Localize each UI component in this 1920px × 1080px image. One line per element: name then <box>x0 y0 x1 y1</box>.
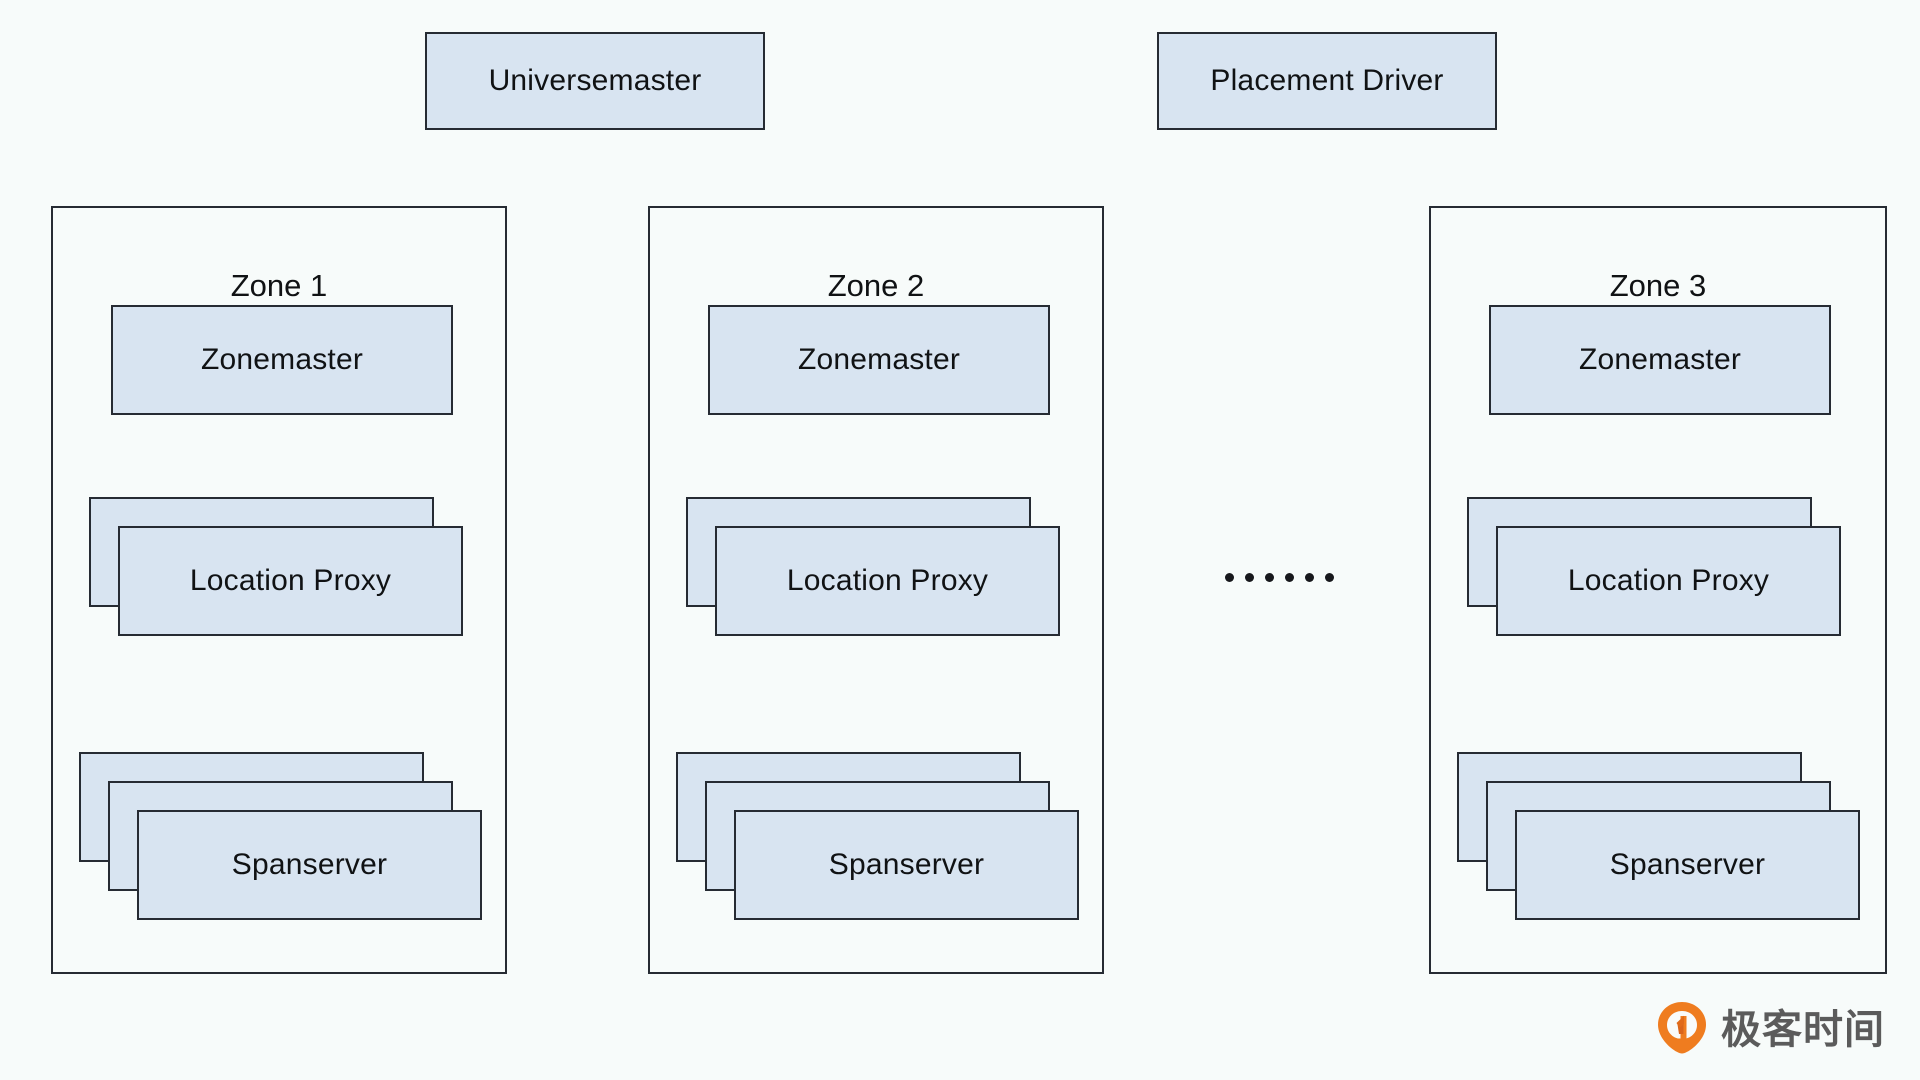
ellipsis-dot <box>1325 573 1334 582</box>
zonemaster-stack-2: Zonemaster <box>708 305 1050 415</box>
zone-title-1: Zone 1 <box>230 268 328 303</box>
brand-name: 极客时间 <box>1721 1007 1885 1052</box>
zone-title-2: Zone 2 <box>827 268 925 303</box>
node-universemaster: Universemaster <box>425 32 765 130</box>
ellipsis-dot <box>1285 573 1294 582</box>
ellipsis-dot <box>1265 573 1274 582</box>
zonemaster-stack-3: Zonemaster <box>1489 305 1831 415</box>
ellipsis-dot <box>1245 573 1254 582</box>
node-zonemaster: Zonemaster <box>1489 305 1831 415</box>
geektime-pin-icon <box>1655 1000 1709 1059</box>
ellipsis-dot <box>1225 573 1234 582</box>
node-zonemaster: Zonemaster <box>111 305 453 415</box>
spanserver-stack-2: Spanserver <box>676 752 1079 920</box>
zone-container-1: Zone 1 Zonemaster Location Proxy Spanser… <box>51 206 507 974</box>
zone-container-2: Zone 2 Zonemaster Location Proxy Spanser… <box>648 206 1104 974</box>
location-proxy-stack-2: Location Proxy <box>686 497 1070 637</box>
node-placement-driver: Placement Driver <box>1157 32 1497 130</box>
node-location-proxy: Location Proxy <box>715 526 1060 636</box>
location-proxy-stack-3: Location Proxy <box>1467 497 1851 637</box>
node-location-proxy: Location Proxy <box>118 526 463 636</box>
ellipsis-separator <box>1225 573 1334 582</box>
zonemaster-stack-1: Zonemaster <box>111 305 453 415</box>
zone-container-3: Zone 3 Zonemaster Location Proxy Spanser… <box>1429 206 1887 974</box>
spanserver-stack-3: Spanserver <box>1457 752 1860 920</box>
node-zonemaster: Zonemaster <box>708 305 1050 415</box>
brand-watermark: 极客时间 <box>1655 1000 1885 1059</box>
ellipsis-dot <box>1305 573 1314 582</box>
node-location-proxy: Location Proxy <box>1496 526 1841 636</box>
spanserver-stack-1: Spanserver <box>79 752 482 920</box>
node-spanserver: Spanserver <box>137 810 482 920</box>
location-proxy-stack-1: Location Proxy <box>89 497 473 637</box>
zone-title-3: Zone 3 <box>1609 268 1707 303</box>
node-spanserver: Spanserver <box>1515 810 1860 920</box>
node-spanserver: Spanserver <box>734 810 1079 920</box>
